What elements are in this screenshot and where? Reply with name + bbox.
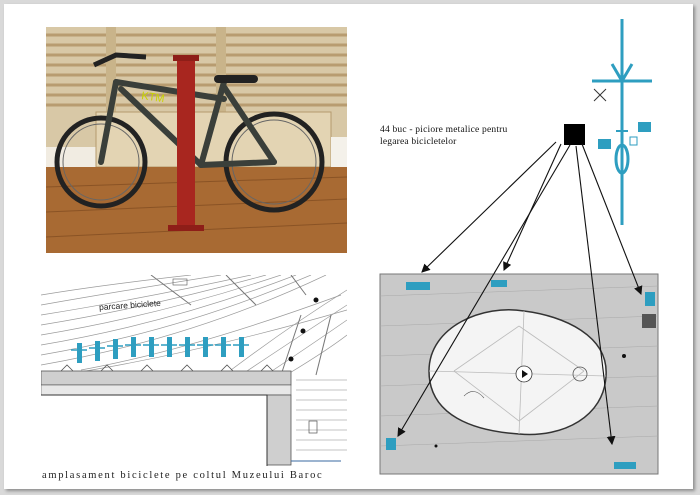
bike-rack-photo: KTM — [46, 27, 347, 253]
arrow — [503, 143, 562, 272]
bike-parking-detail-plan: parcare biciclete — [41, 275, 347, 466]
sheet-caption: amplasament biciclete pe coltul Muzeului… — [42, 470, 324, 481]
racks-annotation-line1: 44 buc - piciore metalice pentru — [380, 125, 508, 135]
bicycle-top-view-icon — [586, 19, 658, 225]
svg-text:KTM: KTM — [141, 90, 166, 105]
drawing-sheet: KTM 44 buc - piciore metalice pentru — [4, 4, 693, 489]
black-square-symbol — [564, 124, 585, 145]
racks-annotation-line2: legarea bicicletelor — [380, 137, 457, 147]
arrow — [421, 141, 557, 273]
racks-annotation: 44 buc - piciore metalice pentru legarea… — [380, 124, 570, 148]
museum-site-plan — [374, 266, 664, 480]
